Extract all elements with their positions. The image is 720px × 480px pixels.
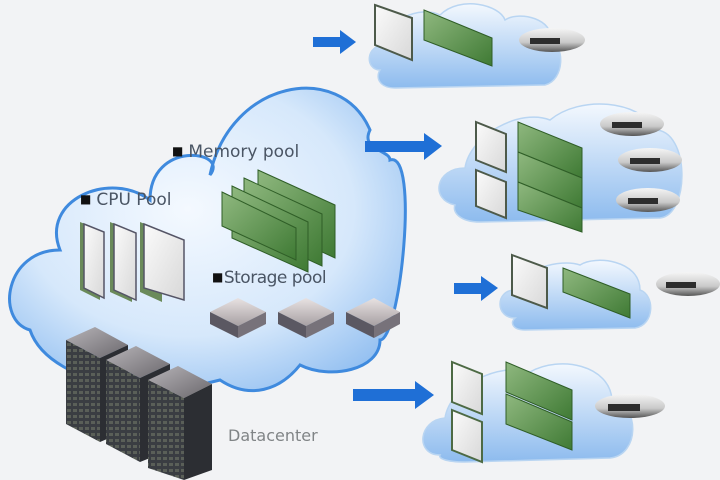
storage-drive-icon <box>210 298 266 338</box>
memory-module-icon <box>517 181 583 233</box>
memory-pool-modules <box>221 169 336 273</box>
cpu-chip-icon <box>110 222 137 302</box>
datacenter-label: Datacenter <box>228 426 318 445</box>
memory-module-icon <box>423 9 493 67</box>
bullet-icon: ■ <box>80 192 92 206</box>
cpu-chip-icon <box>374 3 413 62</box>
cpu-pool-chips <box>80 222 185 302</box>
arrow-to-cloud-1 <box>313 30 356 54</box>
server-rack-icon <box>148 366 212 480</box>
vm-cloud-2 <box>438 103 683 233</box>
hard-disk-icon <box>616 188 680 212</box>
bullet-icon: ■ <box>212 270 223 284</box>
cpu-chip-icon <box>475 120 507 174</box>
memory-module-icon <box>562 267 631 319</box>
storage-pool-label: ■Storage pool <box>212 268 327 288</box>
vm-cloud-3 <box>499 253 720 331</box>
cpu-chip-icon <box>451 408 483 464</box>
cpu-pool-text: CPU Pool <box>96 190 172 210</box>
hard-disk-icon <box>600 112 664 136</box>
cpu-chip-icon <box>511 253 548 310</box>
hard-disk-icon <box>618 148 682 172</box>
storage-drive-icon <box>278 298 334 338</box>
cpu-chip-icon <box>140 222 185 302</box>
memory-pool-text: Memory pool <box>188 142 300 162</box>
arrow-to-cloud-4 <box>353 381 434 409</box>
hard-disk-icon <box>595 394 665 418</box>
datacenter-racks <box>66 327 212 480</box>
memory-module-icon <box>505 361 573 421</box>
memory-pool-label: ■ Memory pool <box>172 142 299 162</box>
memory-module-icon <box>505 393 573 451</box>
cpu-chip-icon <box>451 360 483 416</box>
arrow-to-cloud-3 <box>454 276 498 301</box>
vm-cloud-1 <box>368 3 585 89</box>
arrow-to-cloud-2 <box>365 133 442 160</box>
hard-disk-icon <box>519 28 585 52</box>
cpu-chip-icon <box>475 168 507 220</box>
storage-drive-icon <box>346 298 400 338</box>
vm-cloud-4 <box>422 360 665 464</box>
cpu-pool-label: ■ CPU Pool <box>80 190 171 210</box>
cpu-chip-icon <box>80 222 105 300</box>
storage-pool-drives <box>210 298 400 338</box>
bullet-icon: ■ <box>172 144 184 158</box>
storage-pool-text: Storage pool <box>223 268 327 288</box>
hard-disk-icon <box>656 272 720 296</box>
